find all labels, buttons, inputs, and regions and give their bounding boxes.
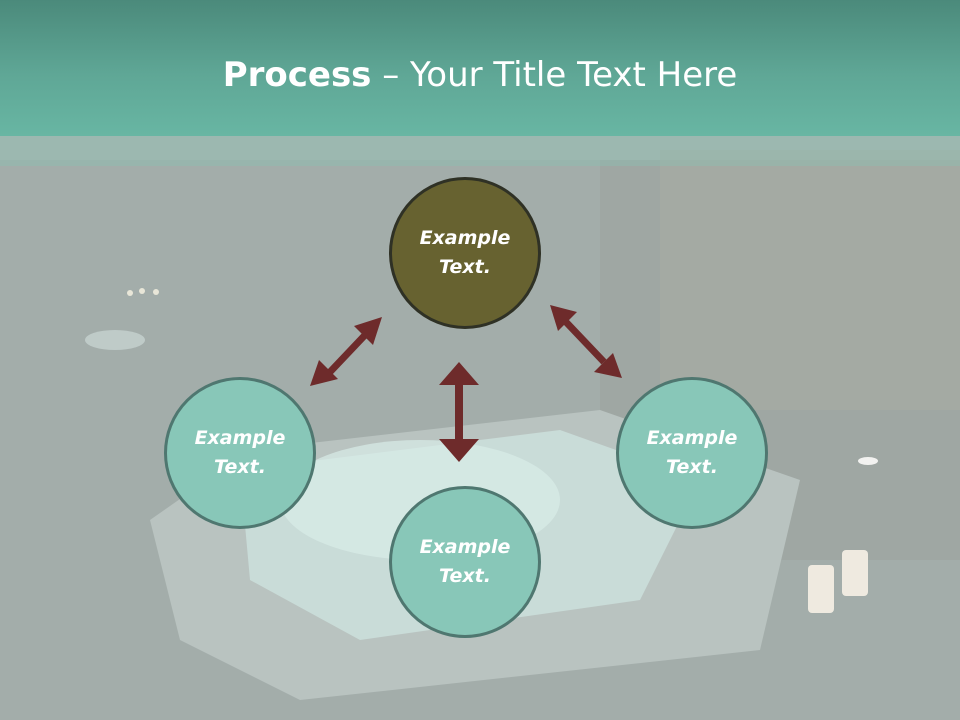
arrow-top-left — [310, 317, 382, 386]
header-bar — [0, 0, 960, 136]
node-top-line2: Text. — [439, 256, 491, 278]
node-top-line1: Example — [419, 227, 511, 249]
node-right-line2: Text. — [666, 456, 718, 478]
node-bottom-line2: Text. — [439, 565, 491, 587]
slide-title: Process – Your Title Text Here — [0, 50, 960, 100]
node-right-line1: Example — [646, 427, 738, 449]
arrow-vertical — [439, 362, 479, 462]
node-bottom-line1: Example — [419, 536, 511, 558]
node-left-line1: Example — [194, 427, 286, 449]
arrow-top-right — [550, 305, 622, 378]
header-band — [0, 136, 960, 166]
title-rest: – Your Title Text Here — [371, 55, 738, 95]
title-bold: Process — [222, 55, 372, 95]
node-left-line2: Text. — [214, 456, 266, 478]
